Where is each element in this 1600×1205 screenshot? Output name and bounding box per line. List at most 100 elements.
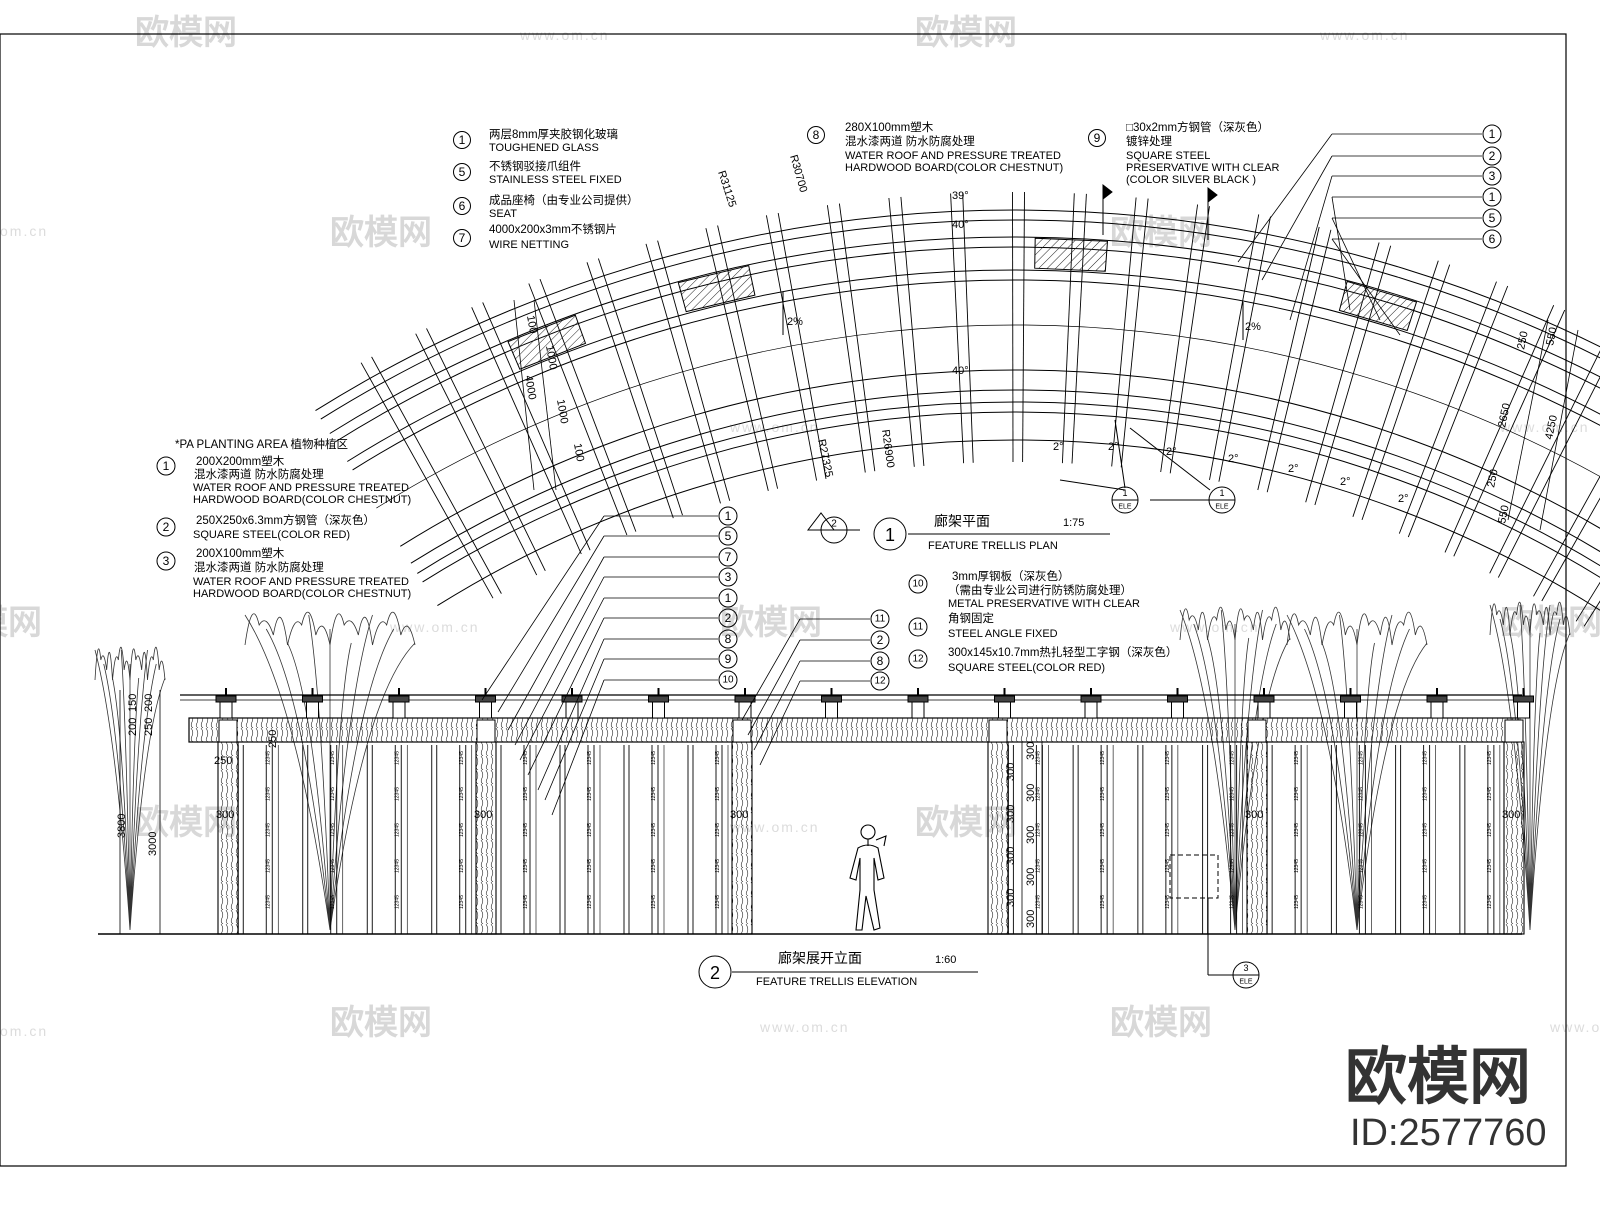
plan-legend-item: 7 4000x200x3mm不锈钢片 WIRE NETTING — [454, 223, 617, 251]
svg-text:200X100mm塑木: 200X100mm塑木 — [196, 546, 285, 560]
radius-label: R31125 — [715, 169, 738, 209]
beam-bracket — [220, 700, 232, 718]
svg-text:FEATURE TRELLIS PLAN: FEATURE TRELLIS PLAN — [928, 540, 1058, 552]
svg-text:角钢固定: 角钢固定 — [948, 611, 994, 625]
plan-arc — [417, 402, 1600, 584]
svg-text:7: 7 — [459, 231, 466, 245]
plan-callout-tag: 2 — [1262, 147, 1501, 280]
svg-text:1000: 1000 — [554, 398, 570, 424]
svg-text:8: 8 — [813, 128, 820, 142]
svg-text:镀锌处理: 镀锌处理 — [1126, 134, 1172, 148]
svg-text:2: 2 — [710, 963, 720, 983]
elevation-tree — [1490, 602, 1570, 930]
svg-text:FEATURE TRELLIS ELEVATION: FEATURE TRELLIS ELEVATION — [756, 976, 917, 988]
plan-beam — [889, 198, 914, 467]
svg-text:STAINLESS STEEL FIXED: STAINLESS STEEL FIXED — [489, 174, 622, 186]
beam-bracket — [480, 700, 492, 718]
svg-text:12345: 12345 — [394, 787, 400, 801]
svg-text:2: 2 — [831, 519, 837, 530]
svg-text:WIRE NETTING: WIRE NETTING — [489, 239, 569, 251]
scale-person-figure — [850, 825, 886, 930]
svg-text:12345: 12345 — [330, 895, 336, 909]
plan-beam — [1534, 360, 1600, 596]
svg-text:10: 10 — [722, 675, 734, 686]
svg-text:12345: 12345 — [587, 787, 593, 801]
plan-beam — [1490, 332, 1600, 574]
svg-text:SQUARE STEEL(COLOR RED): SQUARE STEEL(COLOR RED) — [948, 662, 1105, 674]
radius-label: R26900 — [879, 429, 896, 469]
plan-beam — [839, 204, 874, 472]
svg-text:12345: 12345 — [1487, 823, 1493, 837]
svg-text:5: 5 — [725, 529, 732, 543]
column-dim: 300 — [216, 809, 234, 821]
watermark-url: www.om.cn — [1319, 27, 1410, 43]
watermark-text: 欧模网 — [330, 1003, 432, 1043]
svg-text:1: 1 — [1219, 488, 1224, 498]
svg-text:12345: 12345 — [1294, 895, 1300, 909]
svg-text:12345: 12345 — [1230, 859, 1236, 873]
svg-text:12345: 12345 — [523, 859, 529, 873]
svg-text:3: 3 — [725, 570, 732, 584]
plan-legend: 1 两层8mm厚夹胶钢化玻璃 TOUGHENED GLASS 5 不锈钢驳接爪组… — [454, 127, 639, 251]
svg-text:12345: 12345 — [1487, 859, 1493, 873]
svg-text:300: 300 — [1025, 784, 1037, 802]
column-dim: 300 — [1245, 809, 1263, 821]
angle-label: 39° — [952, 190, 969, 202]
svg-text:12345: 12345 — [587, 895, 593, 909]
svg-text:4000x200x3mm不锈钢片: 4000x200x3mm不锈钢片 — [489, 223, 617, 236]
svg-text:5: 5 — [459, 165, 466, 179]
svg-text:3000: 3000 — [147, 832, 159, 856]
angle-label: 2° — [1166, 446, 1177, 458]
svg-text:300: 300 — [1025, 910, 1037, 928]
svg-text:3: 3 — [1489, 169, 1496, 183]
svg-text:(COLOR SILVER BLACK ): (COLOR SILVER BLACK ) — [1126, 174, 1256, 186]
svg-text:SEAT: SEAT — [489, 208, 517, 220]
svg-text:*PA PLANTING AREA 植物种植区: *PA PLANTING AREA 植物种植区 — [175, 437, 348, 451]
svg-text:欧模网: 欧模网 — [1345, 1040, 1531, 1113]
svg-text:250: 250 — [214, 755, 232, 767]
beam-bracket — [393, 700, 405, 718]
svg-text:12345: 12345 — [715, 859, 721, 873]
plan-title-block: 2 1 廊架平面 1:75 FEATURE TRELLIS PLAN — [808, 513, 1110, 552]
svg-text:12345: 12345 — [651, 751, 657, 765]
svg-text:12345: 12345 — [330, 787, 336, 801]
svg-text:100: 100 — [524, 314, 539, 334]
svg-text:3mm厚钢板（深灰色）: 3mm厚钢板（深灰色） — [952, 569, 1070, 583]
trellis-column — [732, 742, 752, 934]
detail-reference: 1 ELE — [1130, 428, 1235, 513]
svg-text:12345: 12345 — [523, 823, 529, 837]
svg-text:12345: 12345 — [265, 787, 271, 801]
watermark-text: 欧模网 — [0, 603, 42, 643]
elevation-callout-tag: 10 — [552, 671, 737, 815]
svg-text:12345: 12345 — [265, 859, 271, 873]
svg-text:TOUGHENED GLASS: TOUGHENED GLASS — [489, 142, 599, 154]
svg-text:12345: 12345 — [1165, 751, 1171, 765]
svg-text:1: 1 — [163, 459, 170, 473]
angle-label: 2° — [1288, 463, 1299, 475]
svg-text:250X250x6.3mm方钢管（深灰色）: 250X250x6.3mm方钢管（深灰色） — [196, 513, 375, 527]
svg-text:5: 5 — [1489, 211, 1496, 225]
svg-text:混水漆两道 防水防腐处理: 混水漆两道 防水防腐处理 — [194, 467, 324, 481]
svg-text:11: 11 — [875, 614, 886, 625]
elevation-tree — [1287, 612, 1427, 930]
elevation-callout-tag: 5 — [498, 527, 737, 712]
svg-text:300: 300 — [1025, 826, 1037, 844]
svg-text:12345: 12345 — [1423, 751, 1429, 765]
elevation-tree — [95, 647, 165, 930]
svg-text:12345: 12345 — [1423, 823, 1429, 837]
svg-text:12345: 12345 — [1100, 751, 1106, 765]
svg-text:1:75: 1:75 — [1063, 517, 1084, 529]
svg-text:12345: 12345 — [1487, 895, 1493, 909]
brand-logo: 欧模网 ID:2577760 — [1345, 1040, 1547, 1154]
plan-legend-item: 1 两层8mm厚夹胶钢化玻璃 TOUGHENED GLASS — [454, 127, 619, 154]
svg-text:HARDWOOD BOARD(COLOR CHESTNUT): HARDWOOD BOARD(COLOR CHESTNUT) — [845, 162, 1063, 174]
svg-text:（需由专业公司进行防锈防腐处理）: （需由专业公司进行防锈防腐处理） — [948, 583, 1132, 597]
svg-text:12345: 12345 — [1423, 895, 1429, 909]
